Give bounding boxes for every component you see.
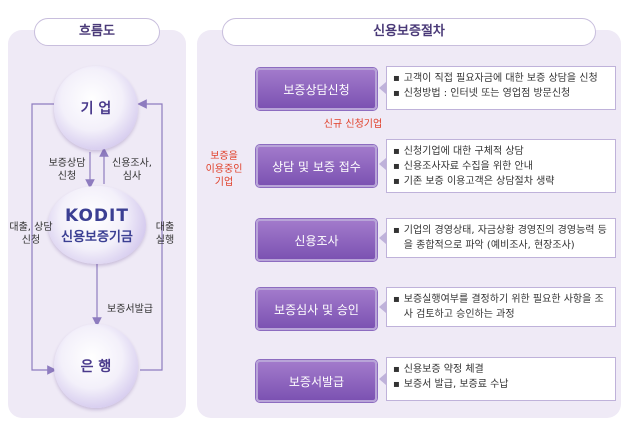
label-issue: 보증서발급 <box>107 304 153 315</box>
step-desc-2: ▪신청기업에 대한 구체적 상담 ▪신용조사자료 수집을 위한 안내 ▪기존 보… <box>386 139 616 193</box>
arrow-loan-consult <box>31 103 57 375</box>
desc-pointer <box>379 158 386 170</box>
enterprise-label: 기 업 <box>80 101 112 117</box>
existing-user-label: 보증을 이용중인 기업 <box>204 150 244 189</box>
desc-pointer <box>379 373 386 385</box>
step-desc-1: ▪고객이 직접 필요자금에 대한 보증 상담을 신청 ▪신청방법 : 인터넷 또… <box>386 66 616 110</box>
step-label: 보증심사 및 승인 <box>274 302 359 317</box>
step-label: 보증상담신청 <box>283 82 350 97</box>
step-label: 신용조사 <box>294 233 339 248</box>
bank-label: 은 행 <box>80 359 112 375</box>
step-consult-and-receipt: 상담 및 보증 접수 <box>256 145 377 187</box>
desc-pointer <box>379 82 386 94</box>
step-guarantee-application: 보증상담신청 <box>256 68 377 110</box>
step-desc-3: ▪기업의 경영상태, 자금상황 경영진의 경영능력 등을 종합적으로 파악 (예… <box>386 218 616 258</box>
step-label: 보증서발급 <box>288 374 345 389</box>
kodit-node: KODIT 신용보증기금 <box>48 186 146 264</box>
bank-node: 은 행 <box>54 324 138 408</box>
step-label: 상담 및 보증 접수 <box>272 159 361 174</box>
step-desc-5: ▪신용보증 약정 체결 ▪보증서 발급, 보증료 수납 <box>386 357 616 401</box>
enterprise-node: 기 업 <box>54 66 138 150</box>
flow-title: 흐름도 <box>34 18 160 46</box>
step-review-and-approval: 보증심사 및 승인 <box>256 288 377 330</box>
desc-pointer <box>379 232 386 244</box>
new-applicant-label: 신규 신청기업 <box>323 119 383 130</box>
kodit-name: 신용보증기금 <box>61 229 133 245</box>
label-credit-review: 신용조사,심사 <box>112 158 152 182</box>
arrow-loan-exec <box>137 99 163 371</box>
step-certificate-issuance: 보증서발급 <box>256 360 377 402</box>
procedure-title: 신용보증절차 <box>222 18 596 46</box>
desc-pointer <box>379 301 386 313</box>
step-desc-4: ▪보증실행여부를 결정하기 위한 필요한 사항을 조사 검토하고 승인하는 과정 <box>386 287 616 327</box>
step-credit-investigation: 신용조사 <box>256 219 377 261</box>
kodit-logo: KODIT <box>65 205 129 226</box>
